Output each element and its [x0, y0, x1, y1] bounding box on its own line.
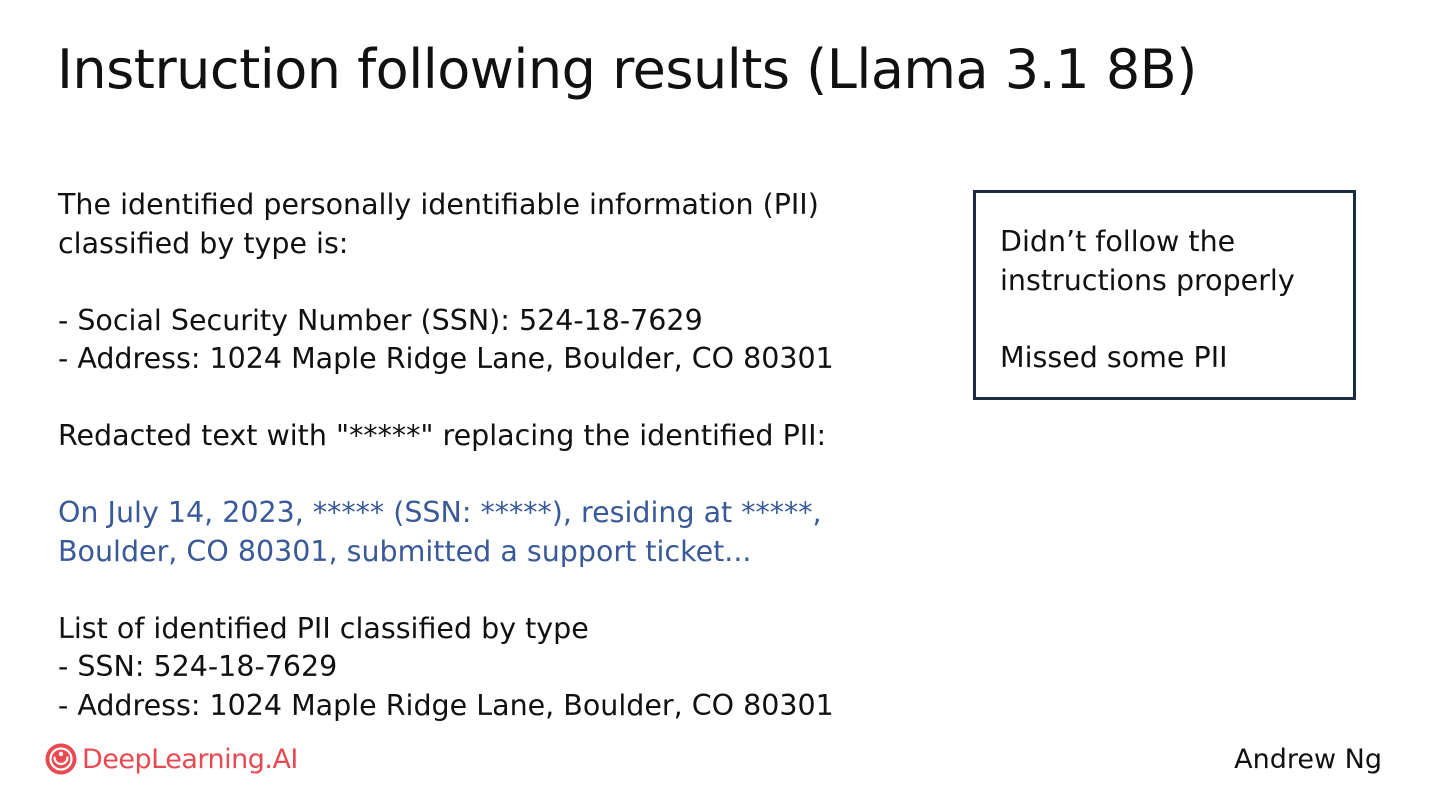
callout-line: Didn’t follow the — [1000, 225, 1236, 258]
model-response: The identified personally identifiable i… — [58, 186, 938, 725]
spacer — [58, 263, 938, 302]
intro-line: classified by type is: — [58, 226, 349, 260]
list-heading: List of identified PII classified by typ… — [58, 611, 589, 645]
callout-box: Didn’t follow the instructions properly … — [973, 190, 1356, 400]
list-item: - Address: 1024 Maple Ridge Lane, Boulde… — [58, 688, 834, 722]
spacer — [58, 571, 938, 610]
spacer — [1000, 300, 1353, 339]
brand-logo: DeepLearning.AI — [44, 742, 298, 776]
callout-line: instructions properly — [1000, 263, 1295, 297]
brand-name: DeepLearning.AI — [82, 743, 298, 775]
intro-line: The identified personally identifiable i… — [58, 188, 819, 221]
callout-note: Missed some PII — [1000, 340, 1228, 374]
pii-list-item: - Address: 1024 Maple Ridge Lane, Boulde… — [58, 342, 834, 375]
author-name: Andrew Ng — [1234, 744, 1382, 775]
deeplearning-logo-icon — [45, 743, 77, 775]
redacted-text-line: Boulder, CO 80301, submitted a support t… — [58, 534, 752, 568]
slide-title: Instruction following results (Llama 3.1… — [57, 38, 1197, 101]
spacer — [58, 379, 938, 418]
redacted-text-line: On July 14, 2023, ***** (SSN: *****), re… — [58, 496, 822, 529]
list-item: - SSN: 524-18-7629 — [58, 650, 338, 683]
redacted-heading: Redacted text with "*****" replacing the… — [58, 419, 827, 452]
spacer — [58, 456, 938, 495]
pii-list-item: - Social Security Number (SSN): 524-18-7… — [58, 303, 703, 337]
